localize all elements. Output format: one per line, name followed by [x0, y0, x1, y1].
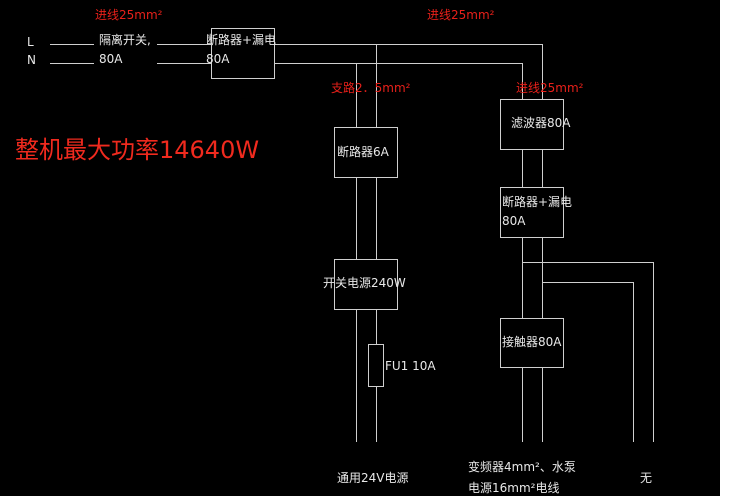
wire-spare-n — [522, 262, 654, 442]
main-breaker-label-2: 80A — [206, 52, 230, 66]
isolator-label-1: 隔离开关, — [99, 33, 151, 47]
right-margin — [720, 0, 738, 496]
filter-box — [500, 99, 564, 150]
phase-n-label: N — [27, 53, 36, 67]
contactor-label: 接触器80A — [502, 335, 562, 349]
contactor-box — [500, 318, 564, 368]
wire-spare-l — [542, 282, 634, 442]
wire-spec-branch: 支路2．5mm² — [331, 81, 411, 95]
wiring-diagram-canvas: 进线25mm² 进线25mm² 支路2．5mm² 进线25mm² L N 隔离开… — [0, 0, 720, 496]
filter-label: 滤波器80A — [511, 116, 571, 130]
output-vfd-pump-line1: 变频器4mm²、水泵 — [468, 460, 576, 474]
switching-psu-box — [334, 259, 398, 310]
wire-spec-inlet-left: 进线25mm² — [95, 8, 163, 22]
right-breaker-label-2: 80A — [502, 214, 526, 228]
output-vfd-pump-line2: 电源16mm²电线 — [468, 481, 560, 495]
max-power-title: 整机最大功率14640W — [15, 136, 260, 164]
fuse-label: FU1 10A — [385, 359, 436, 373]
phase-l-label: L — [27, 35, 34, 49]
main-breaker-box — [211, 28, 275, 79]
wiring-lines — [50, 28, 654, 442]
output-none: 无 — [640, 471, 653, 485]
right-breaker-box — [500, 187, 564, 238]
isolator-label-2: 80A — [99, 52, 123, 66]
branch-breaker-box — [334, 127, 398, 178]
wire-l-bus — [274, 44, 543, 99]
branch-breaker-label: 断路器6A — [337, 145, 389, 159]
wire-spec-inlet-top: 进线25mm² — [427, 8, 495, 22]
right-breaker-label-1: 断路器+漏电 — [502, 195, 573, 209]
main-breaker-label-1: 断路器+漏电 — [206, 33, 277, 47]
wire-spec-inlet-right: 进线25mm² — [516, 81, 584, 95]
output-general-24v: 通用24V电源 — [337, 471, 409, 485]
switching-psu-label: 开关电源240W — [323, 276, 406, 290]
fuse-box — [368, 344, 384, 387]
